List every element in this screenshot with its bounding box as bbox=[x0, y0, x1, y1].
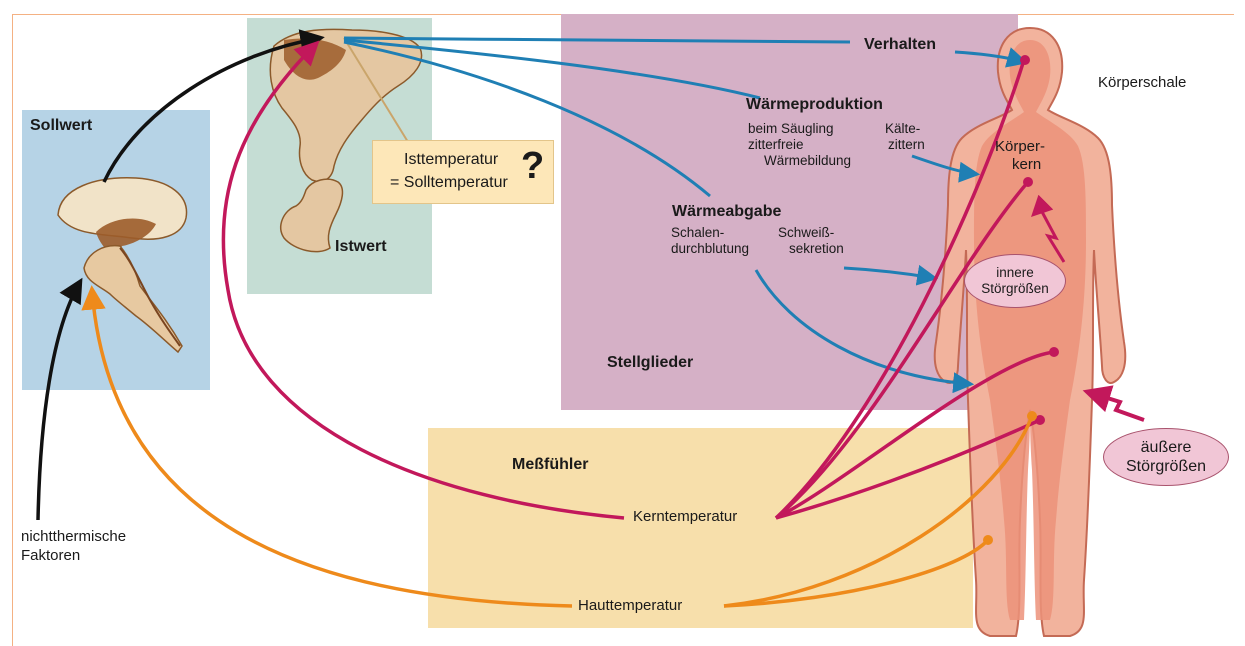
aeussere-line1: äußere bbox=[1141, 438, 1192, 457]
skin-sensor-dot-b bbox=[1027, 411, 1037, 421]
innere-line2: Störgrößen bbox=[981, 281, 1049, 297]
istwert-title: Istwert bbox=[335, 238, 387, 256]
aeussere-line2: Störgrößen bbox=[1126, 457, 1206, 476]
question-mark-icon: ? bbox=[521, 146, 544, 186]
hauttemperatur-label: Hauttemperatur bbox=[578, 597, 682, 614]
stellglieder-title: Stellglieder bbox=[607, 354, 693, 372]
nichtthermische-line1: nichtthermische bbox=[21, 528, 126, 545]
arrow-to-verhalten bbox=[344, 38, 850, 42]
saeugling-line2: zitterfreie bbox=[748, 137, 804, 153]
callout-isttemperatur: Isttemperatur bbox=[404, 151, 498, 169]
sensor-dot-pelvis bbox=[1049, 347, 1059, 357]
sensor-dot-head bbox=[1020, 55, 1030, 65]
callout-solltemperatur: = Solltemperatur bbox=[390, 174, 508, 192]
saeugling-line1: beim Säugling bbox=[748, 121, 834, 137]
sollwert-brain-illustration bbox=[58, 178, 187, 352]
schalen-line1: Schalen- bbox=[671, 225, 724, 241]
arrow-schweisssekretion bbox=[844, 268, 934, 278]
arrow-nichtthermische-input bbox=[38, 282, 80, 520]
schalen-line2: durchblutung bbox=[671, 241, 749, 257]
nichtthermische-line2: Faktoren bbox=[21, 547, 80, 564]
koerperkern-line2: kern bbox=[1012, 156, 1041, 173]
schweiss-line2: sekretion bbox=[789, 241, 844, 257]
kerntemperatur-label: Kerntemperatur bbox=[633, 508, 737, 525]
innere-line1: innere bbox=[996, 265, 1034, 281]
aeussere-stoergroessen-ellipse: äußere Störgrößen bbox=[1103, 428, 1229, 486]
arrow-kerntemperatur-to-istwert bbox=[223, 44, 624, 518]
body-figure bbox=[935, 28, 1126, 636]
koerperkern-line1: Körper- bbox=[995, 138, 1045, 155]
schweiss-line1: Schweiß- bbox=[778, 225, 834, 241]
innere-stoergroessen-ellipse: innere Störgrößen bbox=[964, 254, 1066, 308]
messfuehler-title: Meßfühler bbox=[512, 456, 588, 474]
kaeltezittern-line2: zittern bbox=[888, 137, 925, 153]
skin-sensor-dot-a bbox=[983, 535, 993, 545]
verhalten-label: Verhalten bbox=[864, 36, 936, 54]
arrow-haut-sensor-a bbox=[724, 540, 988, 606]
saeugling-line3: Wärmebildung bbox=[764, 153, 851, 169]
waermeabgabe-title: Wärmeabgabe bbox=[672, 203, 781, 221]
sollwert-title: Sollwert bbox=[30, 117, 92, 135]
waermeproduktion-title: Wärmeproduktion bbox=[746, 96, 883, 114]
koerperschale-label: Körperschale bbox=[1098, 74, 1186, 91]
kaeltezittern-line1: Kälte- bbox=[885, 121, 920, 137]
outer-disturbance-bolt bbox=[1088, 392, 1144, 420]
sensor-dot-chest bbox=[1023, 177, 1033, 187]
